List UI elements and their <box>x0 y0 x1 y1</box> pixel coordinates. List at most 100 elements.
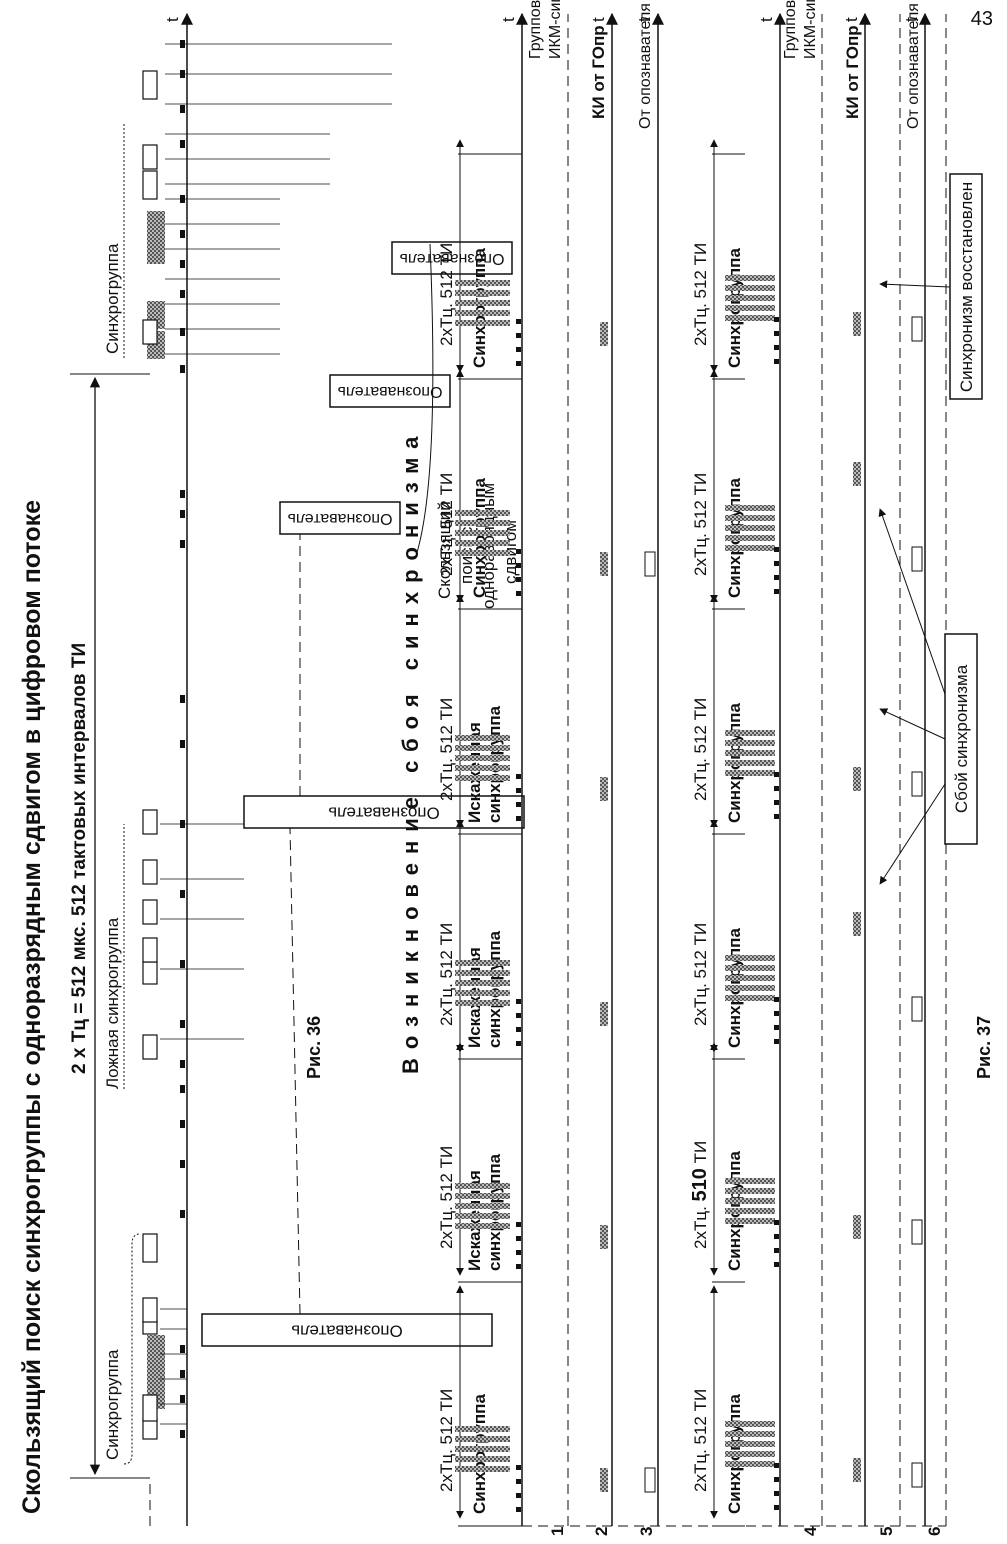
fig37-sync-bar <box>455 1446 510 1452</box>
fig37-ki-pulse <box>600 322 608 346</box>
fig37-sync-bar <box>455 290 510 296</box>
fig37-sync-bar <box>725 985 775 991</box>
fig37-sync-bar <box>725 525 775 531</box>
fig36-bit-dot <box>180 1160 185 1168</box>
fig37-sync-bar <box>455 1456 510 1462</box>
fig37-bit-dot <box>774 359 779 364</box>
fig36-open-pulse <box>142 1394 158 1422</box>
fig37-bit-dot <box>774 997 779 1002</box>
fig37-sync-bar <box>455 1203 510 1209</box>
fig36-sync-pulse <box>147 1335 165 1359</box>
fig36-bit-dot <box>180 695 185 703</box>
fig36-bit-dot <box>180 1020 185 1028</box>
fig37-sync-bar <box>455 1193 510 1199</box>
fig37-ki-pulse <box>853 912 861 936</box>
fig36-open-pulse <box>142 1418 158 1440</box>
fig37-sync-bar <box>725 1421 775 1427</box>
fig36-axis-t: t <box>163 17 182 22</box>
fig37-row-label: От опознавателя <box>905 3 922 129</box>
fig37-bit-dot <box>516 1041 521 1046</box>
fig37-row-label: КИ от ГОпр <box>589 25 608 119</box>
fig36-title: Скользящий поиск синхрогруппы с одноразр… <box>18 500 46 1514</box>
fig37-sync-bar <box>725 965 775 971</box>
fig37-identifier-pulse <box>911 1219 923 1245</box>
fig36-open-pulse <box>142 937 158 963</box>
fig37-title: Возникновение сбоя синхронизма <box>398 428 423 1074</box>
fig37-row-number: 1 <box>548 1527 567 1536</box>
fig36-open-pulse <box>142 170 158 200</box>
fig37-ki-pulse <box>853 767 861 791</box>
fig37-interval-label: 2xТц. 512 ТИ <box>691 923 710 1026</box>
fig37-sync-bar <box>725 740 775 746</box>
fig37-ki-pulse <box>853 312 861 336</box>
fig36-open-pulse <box>142 1233 158 1263</box>
fig37-axis-t: t <box>757 17 776 22</box>
fig37-sync-label: Синхрогруппа <box>470 478 489 598</box>
fig37-ki-pulse <box>853 462 861 486</box>
fig37-bit-dot <box>516 1222 521 1227</box>
fig37-interval-label: 2xТц. 512 ТИ <box>437 698 456 801</box>
fig37-bit-dot <box>774 772 779 777</box>
fig37-sync-bar <box>455 755 510 761</box>
fig37-sync-bar <box>455 990 510 996</box>
fig37-sync-bar <box>725 1461 775 1467</box>
fig37-sync-bar <box>455 1000 510 1006</box>
fig37-sync-bar <box>455 310 510 316</box>
fig37-axis-t: t <box>635 17 654 22</box>
fig37-bit-dot <box>516 319 521 324</box>
fig36-bit-dot <box>180 1370 185 1378</box>
fig37-identifier-pulse <box>644 1467 656 1493</box>
fig37-sync-bar <box>455 1223 510 1229</box>
fig37-bit-dot <box>774 561 779 566</box>
fig37-row-label: Групповой <box>782 0 799 59</box>
fig37-row-label: ИКМ-сигнал <box>547 0 564 59</box>
fig37-sync-bar <box>455 1436 510 1442</box>
fig37-sync-bar <box>725 750 775 756</box>
fig37-sync-bar <box>725 505 775 511</box>
figure-36: Скользящий поиск синхрогруппы с одноразр… <box>18 12 525 1526</box>
fig37-bit-dot <box>516 999 521 1004</box>
fig36-bit-dot <box>180 1395 185 1403</box>
fig37-sync-bar <box>725 1188 775 1194</box>
fig37-sync-bar <box>455 520 510 526</box>
fig36-sync-pulse <box>147 211 165 239</box>
fig36-identifier-box-4 <box>329 374 451 408</box>
fig36-false-sync-label: Ложная синхрогруппа <box>103 917 122 1089</box>
fig36-bit-dot <box>180 1210 185 1218</box>
fig37-interval-label: 2xТц. 512 ТИ <box>691 698 710 801</box>
fig37-bit-dot <box>516 563 521 568</box>
fig37-ki-pulse <box>600 1468 608 1492</box>
fig37-sync-bar <box>725 295 775 301</box>
fig37-bit-dot <box>516 774 521 779</box>
fig37-bit-dot <box>774 1262 779 1267</box>
fig36-open-pulse <box>142 809 158 835</box>
fig37-distorted-label: синхрогруппа <box>485 1153 504 1271</box>
fig36-identifier-label-3: Опознаватель <box>288 510 393 527</box>
fig37-caption: Рис. 37 <box>974 1016 994 1079</box>
fig37-bit-dot <box>774 1234 779 1239</box>
fig36-sync-group-label: Синхрогруппа <box>103 1349 122 1460</box>
fig37-sync-bar <box>455 280 510 286</box>
fig36-open-pulse <box>142 899 158 925</box>
fig37-sync-bar <box>725 1441 775 1447</box>
fig37-sync-bar <box>455 1426 510 1432</box>
fig36-bit-dot <box>180 328 185 336</box>
fig37-row-label: ИКМ-сигнал <box>802 0 819 59</box>
fig36-bit-dot <box>180 490 185 498</box>
fig36-bit-dot <box>180 1430 185 1438</box>
fig37-sync-bar <box>455 960 510 966</box>
fig37-sync-bar <box>455 775 510 781</box>
fig37-bit-dot <box>774 547 779 552</box>
fig37-interval-label: 2xТц. 512 ТИ <box>437 1389 456 1492</box>
fig37-interval-label: 2xТц. 512 ТИ <box>437 473 456 576</box>
fig37-sync-bar <box>455 510 510 516</box>
fig36-open-pulse <box>142 1297 158 1323</box>
fig37-row-number: 3 <box>637 1527 656 1536</box>
fig37-bit-dot <box>516 361 521 366</box>
fig36-bit-dot <box>180 290 185 298</box>
fig37-sync-bar <box>455 735 510 741</box>
fig37-bit-dot <box>516 577 521 582</box>
